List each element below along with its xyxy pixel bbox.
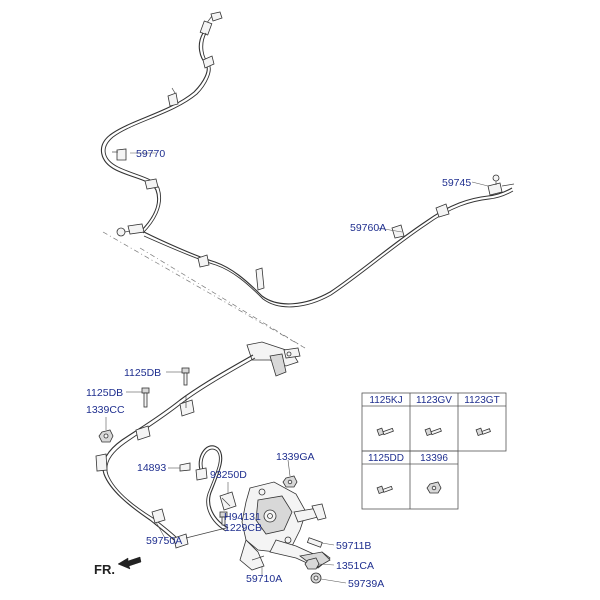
- label-59750a: 59750A: [146, 535, 182, 547]
- nut-13396-icon: [426, 481, 442, 494]
- nut-1339ga-icon: [282, 475, 298, 488]
- parts-table: 1125KJ 1123GV 1123GT 1125DD 13396: [361, 392, 507, 510]
- nut-1339cc-icon: [98, 429, 114, 443]
- label-59770: 59770: [136, 148, 165, 160]
- front-arrow-icon: [117, 556, 142, 570]
- label-59739a: 59739A: [348, 578, 384, 590]
- label-h94131: H94131: [224, 511, 261, 523]
- bolt-1123gv-icon: [424, 427, 442, 437]
- label-1229cb: 1229CB: [224, 522, 262, 534]
- label-93250d: 93250D: [210, 469, 247, 481]
- nut-1351ca-icon: [304, 557, 320, 570]
- leader-lines: [105, 152, 489, 584]
- label-59745: 59745: [442, 177, 471, 189]
- rear-cable-right: [143, 174, 515, 308]
- label-1125db-1: 1125DB: [124, 367, 161, 379]
- label-59760a: 59760A: [350, 222, 386, 234]
- connection-dashed-line: [102, 231, 306, 349]
- table-header-1125dd: 1125DD: [368, 453, 404, 464]
- table-header-1125kj: 1125KJ: [369, 395, 402, 406]
- pin-59711b-icon: [306, 537, 323, 548]
- table-header-13396: 13396: [420, 453, 448, 464]
- bolt-1125dd-icon: [376, 485, 393, 495]
- label-14893: 14893: [137, 462, 166, 474]
- bolt-1125kj-icon: [376, 427, 394, 437]
- label-1125db-2: 1125DB: [86, 387, 123, 399]
- bolt-1125db-icon-2: [141, 387, 150, 408]
- table-header-1123gv: 1123GV: [416, 395, 452, 406]
- front-cable: [95, 341, 301, 549]
- pedal-cable: [195, 445, 229, 532]
- label-1339cc: 1339CC: [86, 404, 125, 416]
- hardware: [98, 367, 323, 584]
- rear-cable-left: [100, 11, 223, 237]
- front-direction-marker: FR.: [94, 556, 142, 577]
- label-59711b: 59711B: [336, 540, 371, 552]
- connection-dashed-line-2: [139, 247, 306, 349]
- table-header-1123gt: 1123GT: [464, 395, 499, 406]
- bolt-1123gt-icon: [475, 427, 491, 437]
- front-label: FR.: [94, 562, 115, 577]
- label-1351ca: 1351CA: [336, 560, 374, 572]
- label-59710a: 59710A: [246, 573, 282, 585]
- label-1339ga: 1339GA: [276, 451, 315, 463]
- washer-59739a-icon: [310, 572, 322, 584]
- clip-14893-icon: [179, 462, 191, 472]
- bolt-1125db-icon: [181, 367, 190, 386]
